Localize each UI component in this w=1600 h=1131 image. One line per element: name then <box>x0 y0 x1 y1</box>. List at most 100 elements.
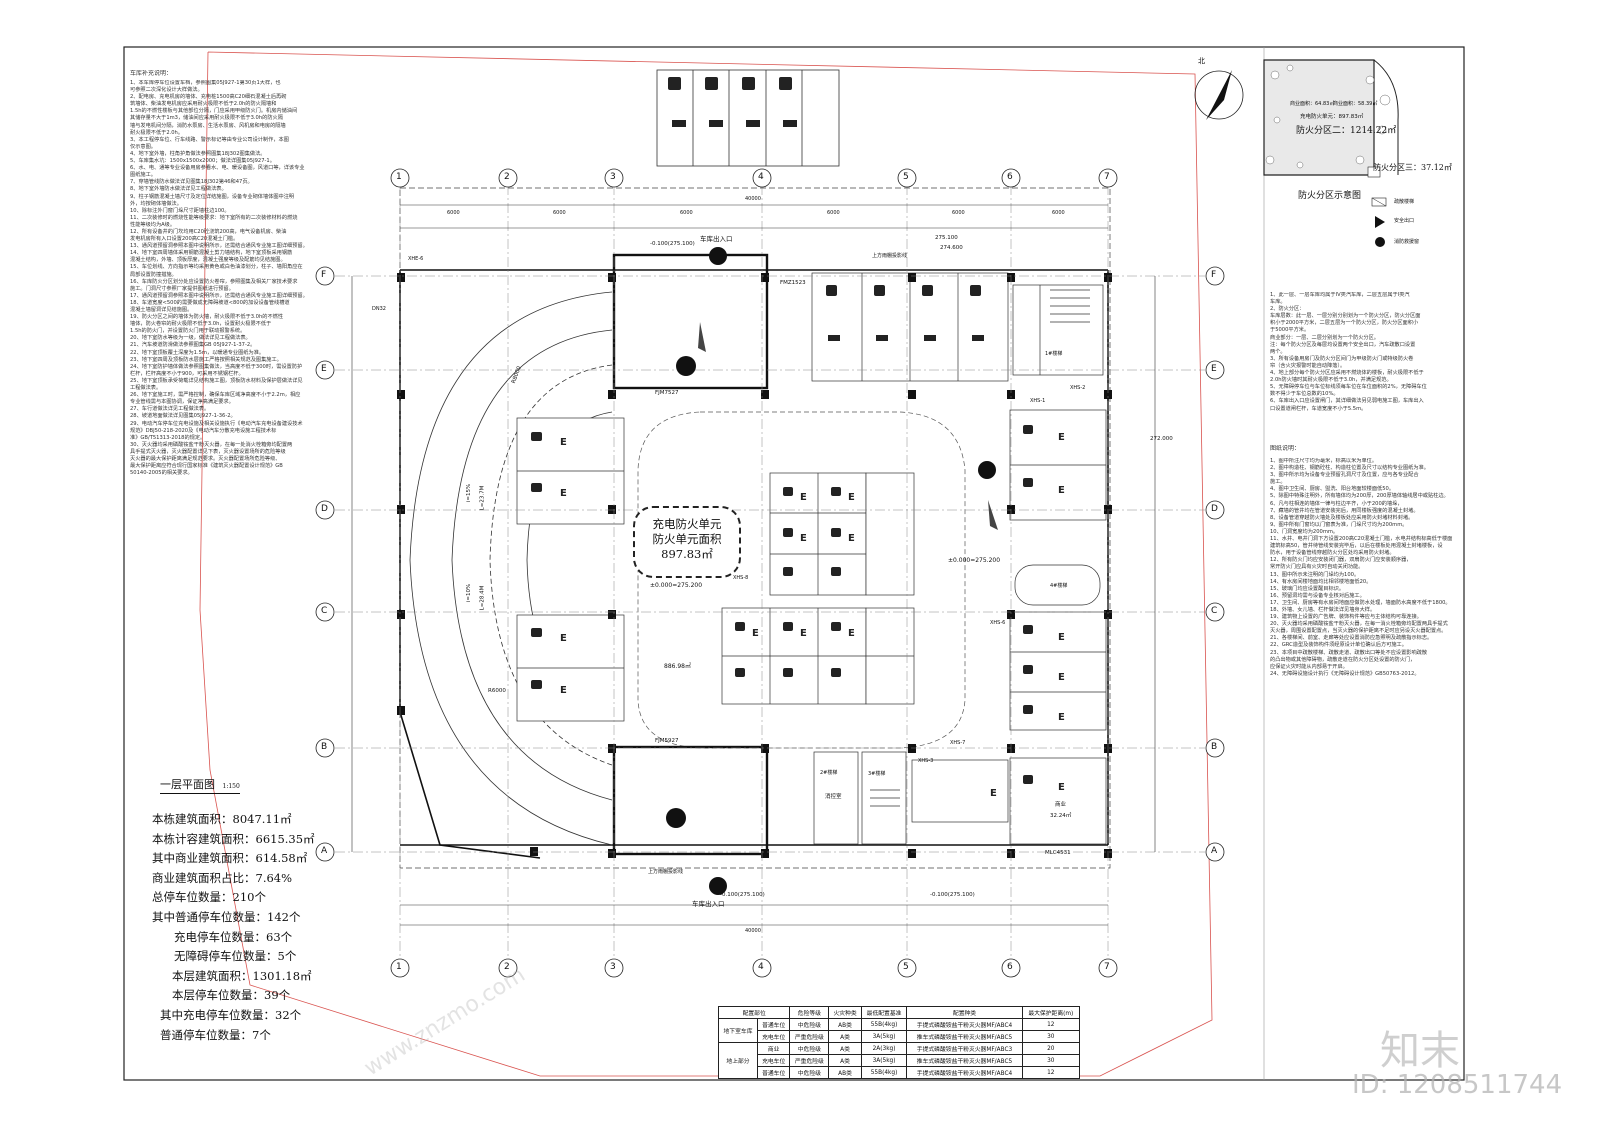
zone-diagram-title: 防火分区示意图 <box>1298 191 1362 201</box>
table-cell: 严重危险级 <box>789 1030 830 1043</box>
svg-text:E: E <box>1058 712 1065 723</box>
axis-row-d: D <box>321 504 328 514</box>
label-elev-right: ±0.000=275.200 <box>948 557 1001 564</box>
axis-col-5-bottom: 5 <box>903 962 909 972</box>
label-door-fmz1523: FMZ1523 <box>780 280 806 286</box>
zone-area-2: 商业面积：58.39㎡ <box>1333 101 1378 107</box>
dim-top-4: 6000 <box>827 210 840 216</box>
axis-row-c: C <box>321 606 328 616</box>
stat-far-area: 本栋计容建筑面积：6615.35㎡ <box>152 831 315 846</box>
fire-unit-line-2: 防火单元面积 <box>652 532 722 546</box>
table-cell: 中危险级 <box>789 1066 830 1079</box>
table-cell: 3A(5kg) <box>860 1030 908 1043</box>
grid-axes <box>335 185 1205 960</box>
label-elev-top: -0.100(275.100) <box>650 241 695 247</box>
label-hydrant-e6: XHE-6 <box>408 256 424 262</box>
label-dim-274: 274.600 <box>940 245 963 251</box>
table-cell: 充电车位 <box>756 1054 791 1067</box>
axis-row-d-right: D <box>1211 504 1218 514</box>
table-cell: 30 <box>1021 1054 1081 1067</box>
svg-text:E: E <box>1058 485 1065 496</box>
label-area-mid: 886.98㎡ <box>664 663 691 670</box>
label-hydrant-6: XHS-6 <box>990 620 1006 626</box>
svg-text:E: E <box>800 492 807 503</box>
label-dim-275: 275.100 <box>935 235 958 241</box>
svg-text:E: E <box>1058 782 1065 793</box>
label-hydrant-7: XHS-7 <box>950 740 966 746</box>
curved-ramp <box>409 291 613 846</box>
table-cell: AB类 <box>828 1018 862 1031</box>
fire-unit-line-1: 充电防火单元 <box>652 517 722 531</box>
table-cell: 推车式磷酸铵盐干粉灭火器MF/ABC5 <box>906 1030 1023 1043</box>
north-arrow <box>1194 70 1244 120</box>
dimension-lines <box>351 204 1156 926</box>
axis-col-6-bottom: 6 <box>1007 962 1013 972</box>
svg-text:E: E <box>1058 432 1065 443</box>
table-cell: A类 <box>828 1042 862 1055</box>
axis-row-a-right: A <box>1211 846 1218 856</box>
table-cell: 地下室车库 <box>718 1018 758 1043</box>
table-cell: A类 <box>828 1054 862 1067</box>
axis-bubbles <box>315 168 1225 978</box>
top-parking-icons <box>668 77 797 127</box>
label-entrance-top: 车库出入口 <box>700 235 733 243</box>
table-cell: 严重危险级 <box>789 1054 830 1067</box>
table-cell: 普通车位 <box>756 1066 791 1079</box>
sheet-frame <box>123 46 1465 1081</box>
label-elev-bottom: -0.100(275.100) <box>720 892 765 898</box>
axis-col-7-bottom: 7 <box>1104 962 1110 972</box>
axis-col-5: 5 <box>903 172 909 182</box>
stall-blocks <box>516 272 1107 845</box>
axis-col-6: 6 <box>1007 172 1013 182</box>
zone-2-label: 防火分区二：1214.22㎡ <box>1296 126 1397 136</box>
label-elev-bottom-2: -0.100(275.100) <box>930 892 975 898</box>
label-shop-area: 32.24㎡ <box>1050 813 1072 819</box>
charging-stall-icons <box>531 285 1033 784</box>
dim-total: 40000 <box>745 196 761 202</box>
axis-row-c-right: C <box>1211 606 1218 616</box>
svg-text:E: E <box>1058 672 1065 683</box>
stat-floor-normal: 普通停车位数量：7个 <box>160 1027 271 1042</box>
label-fire-control: 消控室 <box>825 794 842 800</box>
axis-col-1-bottom: 1 <box>396 962 402 972</box>
table-cell: 手提式磷酸铵盐干粉灭火器MF/ABC3 <box>906 1042 1023 1055</box>
dim-top-5: 6000 <box>952 210 965 216</box>
table-cell: 20 <box>1021 1042 1081 1055</box>
table-cell: 手提式磷酸铵盐干粉灭火器MF/ABC4 <box>906 1066 1023 1079</box>
label-shop: 商业 <box>1055 802 1067 808</box>
table-header-cell: 火灾种类 <box>828 1006 862 1019</box>
axis-row-e: E <box>321 364 327 374</box>
table-header-cell: 配置种类 <box>906 1006 1023 1019</box>
table-cell: 2A(3kg) <box>860 1042 908 1055</box>
label-hydrant-1: XHS-1 <box>1030 398 1046 404</box>
notes-right: 1、此一层、一层车库均属于IV类汽车库，二层五层属于I类汽 车库。 2、防火分区… <box>1270 292 1427 412</box>
table-header-cell: 最低配置基准 <box>860 1006 908 1019</box>
axis-col-4-bottom: 4 <box>758 962 764 972</box>
axis-col-4: 4 <box>758 172 764 182</box>
axis-row-b: B <box>321 742 328 752</box>
svg-text:E: E <box>848 492 855 503</box>
dim-top-1: 6000 <box>447 210 460 216</box>
label-door-fjm5927: FJM5927 <box>655 738 679 744</box>
label-dn32: DN32 <box>372 306 386 312</box>
label-hydrant-2: XHS-2 <box>1070 385 1086 391</box>
zone-3-label: 防火分区三：37.12㎡ <box>1373 163 1452 172</box>
stair-cores <box>813 284 1104 845</box>
table-row: 普通车位 中危险级 AB类 55B(4kg) 手提式磷酸铵盐干粉灭火器MF/AB… <box>719 1066 1081 1079</box>
table-cell: AB类 <box>828 1066 862 1079</box>
stat-floor-charging: 其中充电停车位数量：32个 <box>160 1007 302 1022</box>
axis-col-1: 1 <box>396 172 402 182</box>
label-canopy-top: 上方雨棚投影线 <box>872 253 908 259</box>
label-ramp-1: i=15% <box>466 483 473 503</box>
table-cell: 55B(4kg) <box>860 1018 908 1031</box>
label-ramp-2: i=10% <box>466 583 473 603</box>
axis-col-7: 7 <box>1104 172 1110 182</box>
notes-right-2: 1、图中所注尺寸均为毫米，标高以米为单位。 2、图中构造柱、钢筋砼柱、构造柱位置… <box>1270 458 1453 677</box>
dim-top-3: 6000 <box>680 210 693 216</box>
id-watermark: ID: 1208511744 <box>1352 1070 1563 1100</box>
zone-legend-stair: 疏散楼梯 <box>1394 199 1415 205</box>
notes-title: 车库补充说明： <box>130 70 173 77</box>
table-row: 地上部分 商业 中危险级 A类 2A(3kg) 手提式磷酸铵盐干粉灭火器MF/A… <box>718 1042 1081 1079</box>
svg-text:E: E <box>560 633 567 644</box>
